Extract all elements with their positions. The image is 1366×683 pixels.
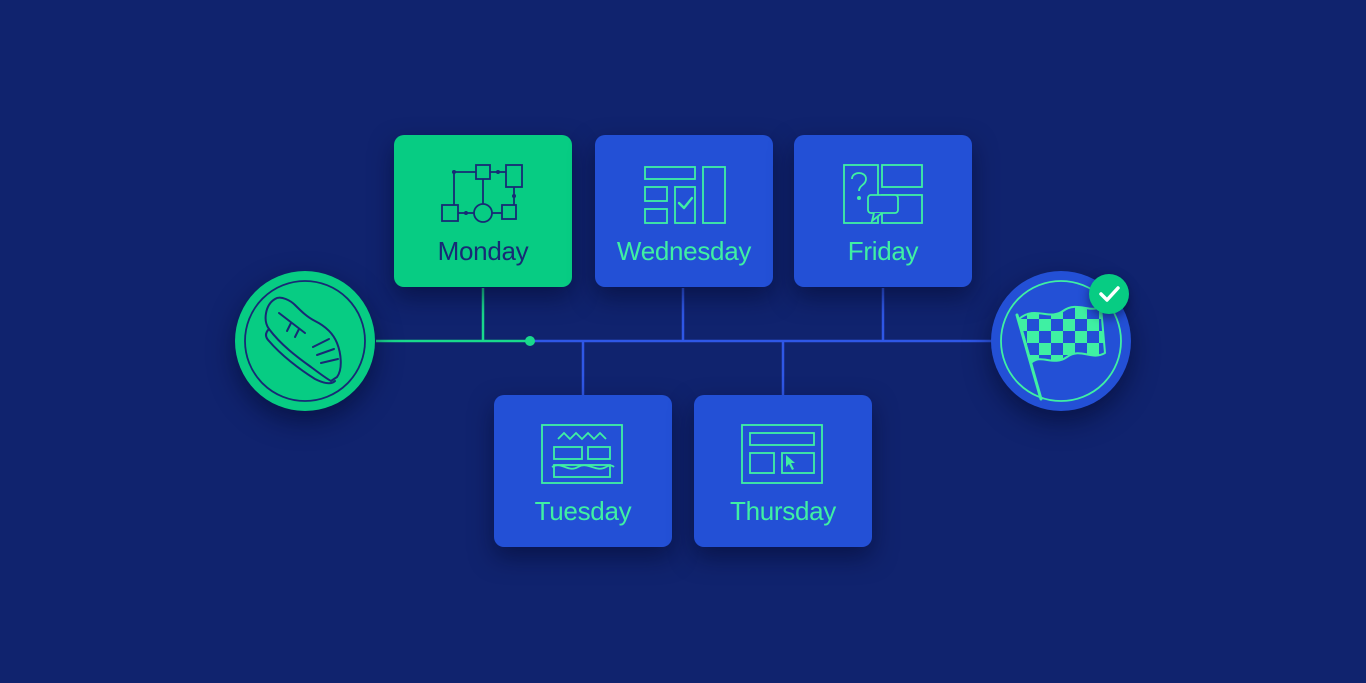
waveform-layout-icon [541, 424, 623, 484]
day-card-wednesday[interactable]: Wednesday [595, 135, 773, 287]
day-label-friday: Friday [847, 236, 919, 266]
day-card-thursday[interactable]: Thursday [694, 395, 872, 547]
day-label-wednesday: Wednesday [616, 236, 752, 266]
flowchart-icon [441, 164, 523, 223]
layout-cursor-icon [741, 424, 823, 484]
day-label-monday: Monday [437, 236, 529, 266]
running-shoe-icon [244, 280, 366, 402]
day-label-tuesday: Tuesday [534, 496, 632, 526]
start-node [235, 271, 375, 411]
day-card-friday[interactable]: Friday [794, 135, 972, 287]
checkmark-icon [1099, 286, 1120, 302]
checkered-flag-icon [1000, 280, 1122, 402]
completed-badge [1089, 274, 1129, 314]
day-card-tuesday[interactable]: Tuesday [494, 395, 672, 547]
progress-marker [525, 336, 535, 346]
day-label-thursday: Thursday [730, 496, 836, 526]
day-card-monday[interactable]: Monday [394, 135, 572, 287]
layout-checkmark-icon [644, 166, 726, 224]
question-feedback-icon [843, 164, 923, 224]
